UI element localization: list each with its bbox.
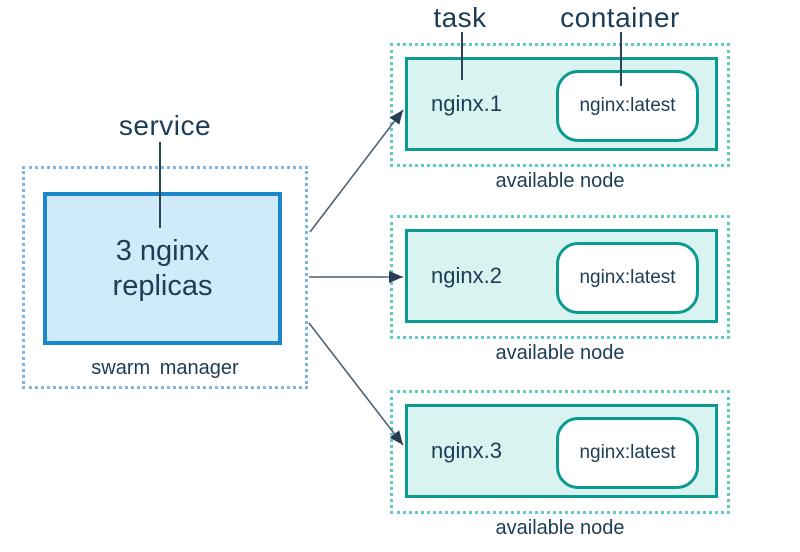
available-node-caption: available node bbox=[495, 517, 625, 539]
task-name: nginx.1 bbox=[431, 91, 502, 116]
available-node-1: nginx.1 nginx:latest available node bbox=[390, 43, 730, 195]
container-box: nginx:latest bbox=[556, 417, 699, 489]
container-box: nginx:latest bbox=[556, 242, 699, 314]
available-node-2: nginx.2 nginx:latest available node bbox=[390, 215, 730, 367]
container-box: nginx:latest bbox=[556, 70, 699, 142]
swarm-manager-caption: swarm manager bbox=[91, 357, 239, 379]
container-image-name: nginx:latest bbox=[579, 95, 676, 116]
service-replicas-text: 3 nginx replicas bbox=[112, 234, 213, 302]
task-box-nginx-3: nginx.3 nginx:latest bbox=[405, 404, 718, 498]
available-node-caption: available node bbox=[495, 170, 625, 192]
available-node-3: nginx.3 nginx:latest available node bbox=[390, 390, 730, 542]
service-box: 3 nginx replicas bbox=[43, 192, 282, 345]
task-label: task bbox=[433, 2, 487, 33]
task-box-nginx-1: nginx.1 nginx:latest bbox=[405, 57, 718, 151]
available-node-caption: available node bbox=[495, 342, 625, 364]
task-name: nginx.3 bbox=[431, 438, 502, 463]
container-image-name: nginx:latest bbox=[579, 267, 676, 288]
service-label: service bbox=[118, 110, 212, 141]
container-image-name: nginx:latest bbox=[579, 442, 676, 463]
node-dashed-box bbox=[390, 43, 730, 167]
swarm-manager-dashed-box bbox=[22, 166, 308, 389]
container-label: container bbox=[560, 2, 680, 33]
node-dashed-box bbox=[390, 390, 730, 514]
task-name: nginx.2 bbox=[431, 263, 502, 288]
arrow-manager-to-node3 bbox=[308, 322, 404, 446]
task-box-nginx-2: nginx.2 nginx:latest bbox=[405, 229, 718, 323]
